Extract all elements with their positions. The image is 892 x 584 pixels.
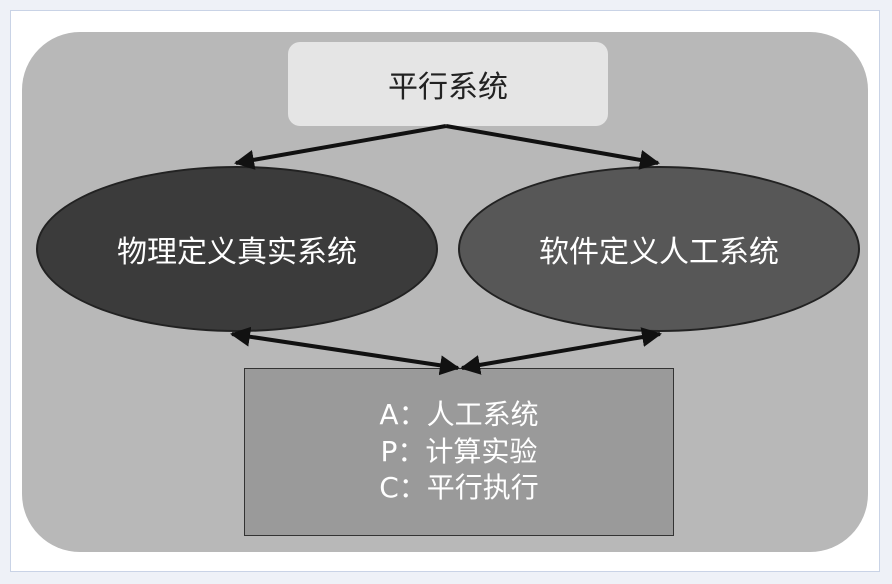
- parallel-system-box: 平行系统: [288, 42, 608, 126]
- software-artificial-system-ellipse: 软件定义人工系统: [458, 166, 860, 332]
- acp-line-p: P：计算实验: [380, 434, 538, 468]
- acp-line-a: A：人工系统: [379, 397, 539, 431]
- physical-real-system-label: 物理定义真实系统: [117, 235, 357, 270]
- software-artificial-system-label: 软件定义人工系统: [539, 235, 779, 270]
- acp-box: A：人工系统 P：计算实验 C：平行执行: [244, 368, 674, 536]
- parallel-system-label: 平行系统: [388, 70, 508, 105]
- physical-real-system-ellipse: 物理定义真实系统: [36, 166, 438, 332]
- acp-line-c: C：平行执行: [379, 471, 539, 505]
